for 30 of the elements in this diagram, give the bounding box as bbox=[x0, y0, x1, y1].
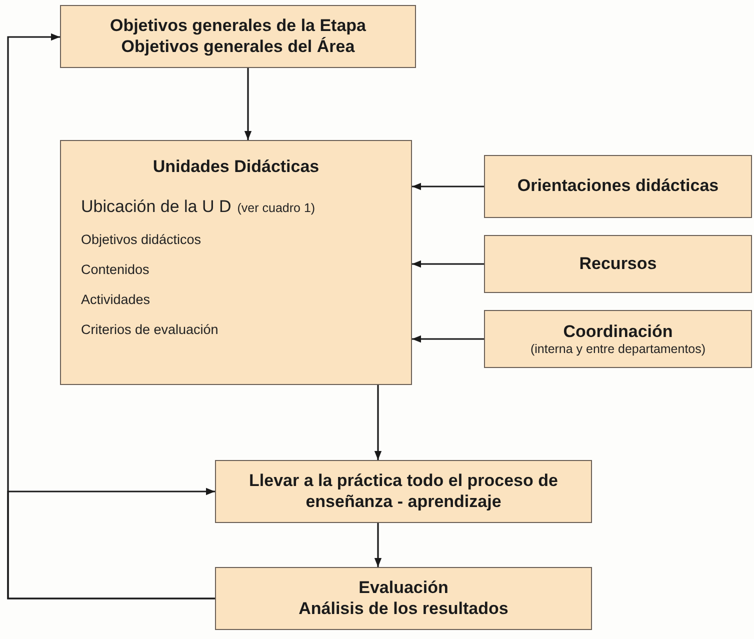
box-text: Objetivos generales de la Etapa bbox=[110, 16, 366, 36]
box-text: Orientaciones didácticas bbox=[517, 176, 719, 197]
box-text: Recursos bbox=[579, 254, 657, 274]
box-text: Análisis de los resultados bbox=[298, 598, 508, 619]
process-box bbox=[215, 460, 592, 523]
list-item: Objetivos didácticos bbox=[81, 232, 202, 248]
item-text: Ubicación de la U D bbox=[81, 197, 232, 218]
box-heading: Unidades Didácticas bbox=[152, 157, 320, 178]
box-text: Coordinación bbox=[563, 322, 673, 342]
box-text: Objetivos generales del Área bbox=[121, 36, 355, 57]
arrow bbox=[412, 335, 484, 343]
process-box bbox=[484, 310, 752, 368]
box-text: Evaluación bbox=[358, 578, 448, 598]
arrow bbox=[374, 523, 382, 567]
process-box bbox=[60, 140, 412, 385]
process-box bbox=[484, 235, 752, 293]
note-text: (ver cuadro 1) bbox=[237, 201, 316, 216]
process-box bbox=[484, 155, 752, 218]
arrow bbox=[7, 488, 215, 600]
subtitle-text: (interna y entre departamentos) bbox=[530, 342, 706, 356]
arrow bbox=[412, 260, 484, 268]
list-item: Criterios de evaluación bbox=[81, 322, 220, 338]
box-text: Llevar a la práctica todo el proceso de enseñanza - aprendizaje bbox=[248, 471, 559, 512]
arrow bbox=[374, 385, 382, 460]
process-box bbox=[60, 5, 416, 68]
process-box bbox=[215, 567, 592, 630]
arrow bbox=[412, 182, 484, 190]
list-item: Actividades bbox=[81, 292, 152, 308]
list-item: Contenidos bbox=[81, 262, 150, 278]
arrow bbox=[244, 68, 252, 140]
